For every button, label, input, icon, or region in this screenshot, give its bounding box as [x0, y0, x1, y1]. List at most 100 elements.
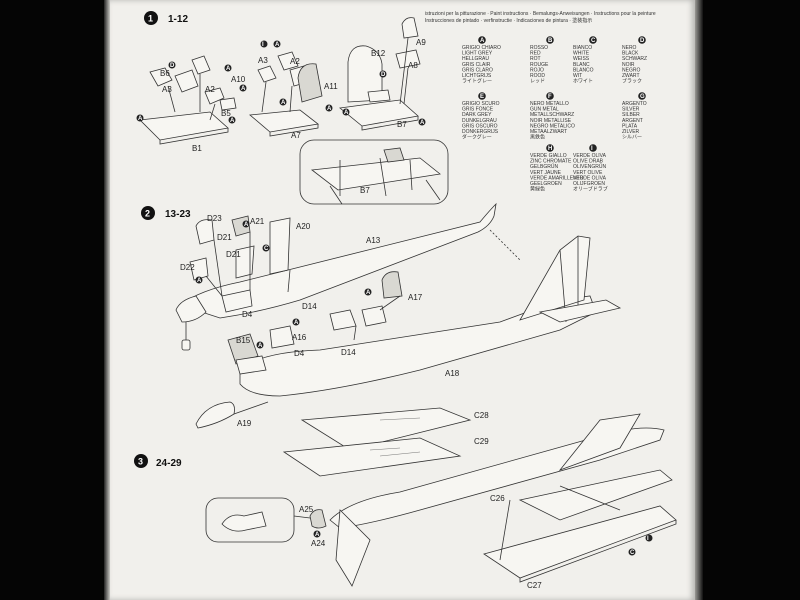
color-name-line: DARK GREY [462, 112, 492, 118]
color-name-line: ROSSO [530, 45, 548, 51]
color-name-line: GRIS CLARO [462, 67, 493, 73]
step-2-header: 2 13-23 [141, 206, 191, 220]
color-name-line: WEISS [573, 56, 590, 62]
step-3-badge [134, 454, 148, 468]
svg-text:A: A [344, 110, 349, 116]
label-d4-b: D4 [294, 349, 305, 358]
color-name-line: GRIS CLAIR [462, 62, 491, 68]
color-name-line: LIGHT GREY [462, 51, 493, 57]
color-name-line: BLANC [573, 62, 590, 68]
color-name-line: GEELGROEN [530, 181, 562, 187]
vertical-tail [519, 235, 591, 321]
step-1-parts: D A A A A I A A A D A A B6 [136, 17, 449, 205]
color-name-line: ZINC CHROMATE [530, 159, 572, 165]
color-name-line: 黒鉄色 [530, 134, 545, 141]
color-name-line: ブラック [622, 78, 642, 85]
color-name-line: HELLGRAU [462, 56, 489, 62]
header-text-line1: istruzioni per la pitturazione · Paint i… [425, 11, 656, 17]
label-b7-detail: B7 [360, 186, 370, 195]
label-a19: A19 [237, 419, 252, 428]
label-c27: C27 [527, 581, 542, 590]
color-key-badge [638, 92, 646, 100]
label-c28: C28 [474, 411, 489, 420]
color-name-line: BLANCO [573, 67, 594, 73]
sheet-left-edge [104, 0, 110, 600]
label-a13: A13 [366, 236, 381, 245]
svg-text:D: D [381, 72, 386, 78]
label-a20: A20 [296, 222, 311, 231]
label-a3-b: A3 [258, 56, 268, 65]
label-d22: D22 [180, 263, 195, 272]
part-a19 [195, 401, 235, 429]
svg-text:A: A [327, 106, 332, 112]
label-d23: D23 [207, 214, 222, 223]
color-name-line: NOIR METALLISE [530, 118, 572, 124]
color-key-badge [546, 92, 554, 100]
step-1-badge [144, 11, 158, 25]
svg-text:D: D [170, 63, 175, 69]
label-d4-a: D4 [242, 310, 253, 319]
label-a9: A9 [416, 38, 426, 47]
color-name-line: GRIS OSCURO [462, 123, 498, 129]
label-b12: B12 [371, 49, 386, 58]
detail-inset-nozzle [205, 497, 295, 543]
color-name-line: GELBGRÜN [530, 163, 558, 170]
color-name-line: ダークグレー [462, 134, 492, 141]
part-b1 [139, 111, 229, 141]
label-c29: C29 [474, 437, 489, 446]
part-a20 [269, 217, 291, 275]
color-name-line: NEGRO METALICO [530, 123, 575, 129]
step-2-badge [141, 206, 155, 220]
part-a8 [395, 49, 421, 69]
color-name-line: OLIVENGRÜN [573, 163, 606, 170]
label-a25: A25 [299, 505, 314, 514]
label-a2-a: A2 [205, 85, 215, 94]
color-key-letter: D [640, 38, 645, 44]
label-b1: B1 [192, 144, 202, 153]
color-name-line: RED [530, 51, 541, 57]
color-key-badge [589, 144, 597, 152]
color-key-badge [638, 36, 646, 44]
color-name-line: NERO METALLO [530, 101, 569, 107]
label-d14-a: D14 [302, 302, 317, 311]
part-a9 [401, 17, 419, 39]
svg-text:A: A [244, 222, 249, 228]
color-name-line: NERO [622, 45, 637, 51]
label-d21-b: D21 [226, 250, 241, 259]
svg-text:A: A [366, 290, 371, 296]
label-c26: C26 [490, 494, 505, 503]
step-1-number: 1 [148, 14, 153, 24]
svg-text:A: A [281, 100, 286, 106]
part-c27 [483, 505, 677, 579]
svg-text:I: I [262, 42, 264, 48]
step-3-number: 3 [138, 457, 143, 467]
color-key-badge [478, 92, 486, 100]
color-name-line: ARGENTO [622, 101, 647, 107]
color-key-badge [478, 36, 486, 44]
svg-text:C: C [630, 550, 635, 556]
svg-text:A: A [275, 42, 280, 48]
color-name-line: VERDE OLIVA [573, 153, 607, 159]
color-name-line: WHITE [573, 51, 590, 57]
color-name-line: ZWART [622, 73, 640, 79]
color-name-line: VERDE OLIVA [573, 175, 607, 181]
color-name-line: VERDE GIALLO [530, 153, 567, 159]
color-name-line: METALLSCHWARZ [530, 112, 574, 118]
color-name-line: GRIGIO SCURO [462, 101, 500, 107]
color-name-line: ROUGE [530, 62, 549, 68]
color-name-line: オリーブドラブ [573, 186, 608, 193]
part-a17 [381, 271, 403, 299]
label-a16: A16 [292, 333, 307, 342]
color-key-letter: E [480, 94, 484, 100]
color-name-line: BIANCO [573, 45, 592, 51]
svg-text:A: A [138, 116, 143, 122]
color-key-letter: A [480, 38, 485, 44]
svg-text:C: C [264, 246, 269, 252]
color-name-line: VERT JAUNE [530, 170, 562, 176]
color-legend-entry: GARGENTOSILVERSILBERARGENTPLATAZILVERシルバ… [622, 92, 647, 141]
